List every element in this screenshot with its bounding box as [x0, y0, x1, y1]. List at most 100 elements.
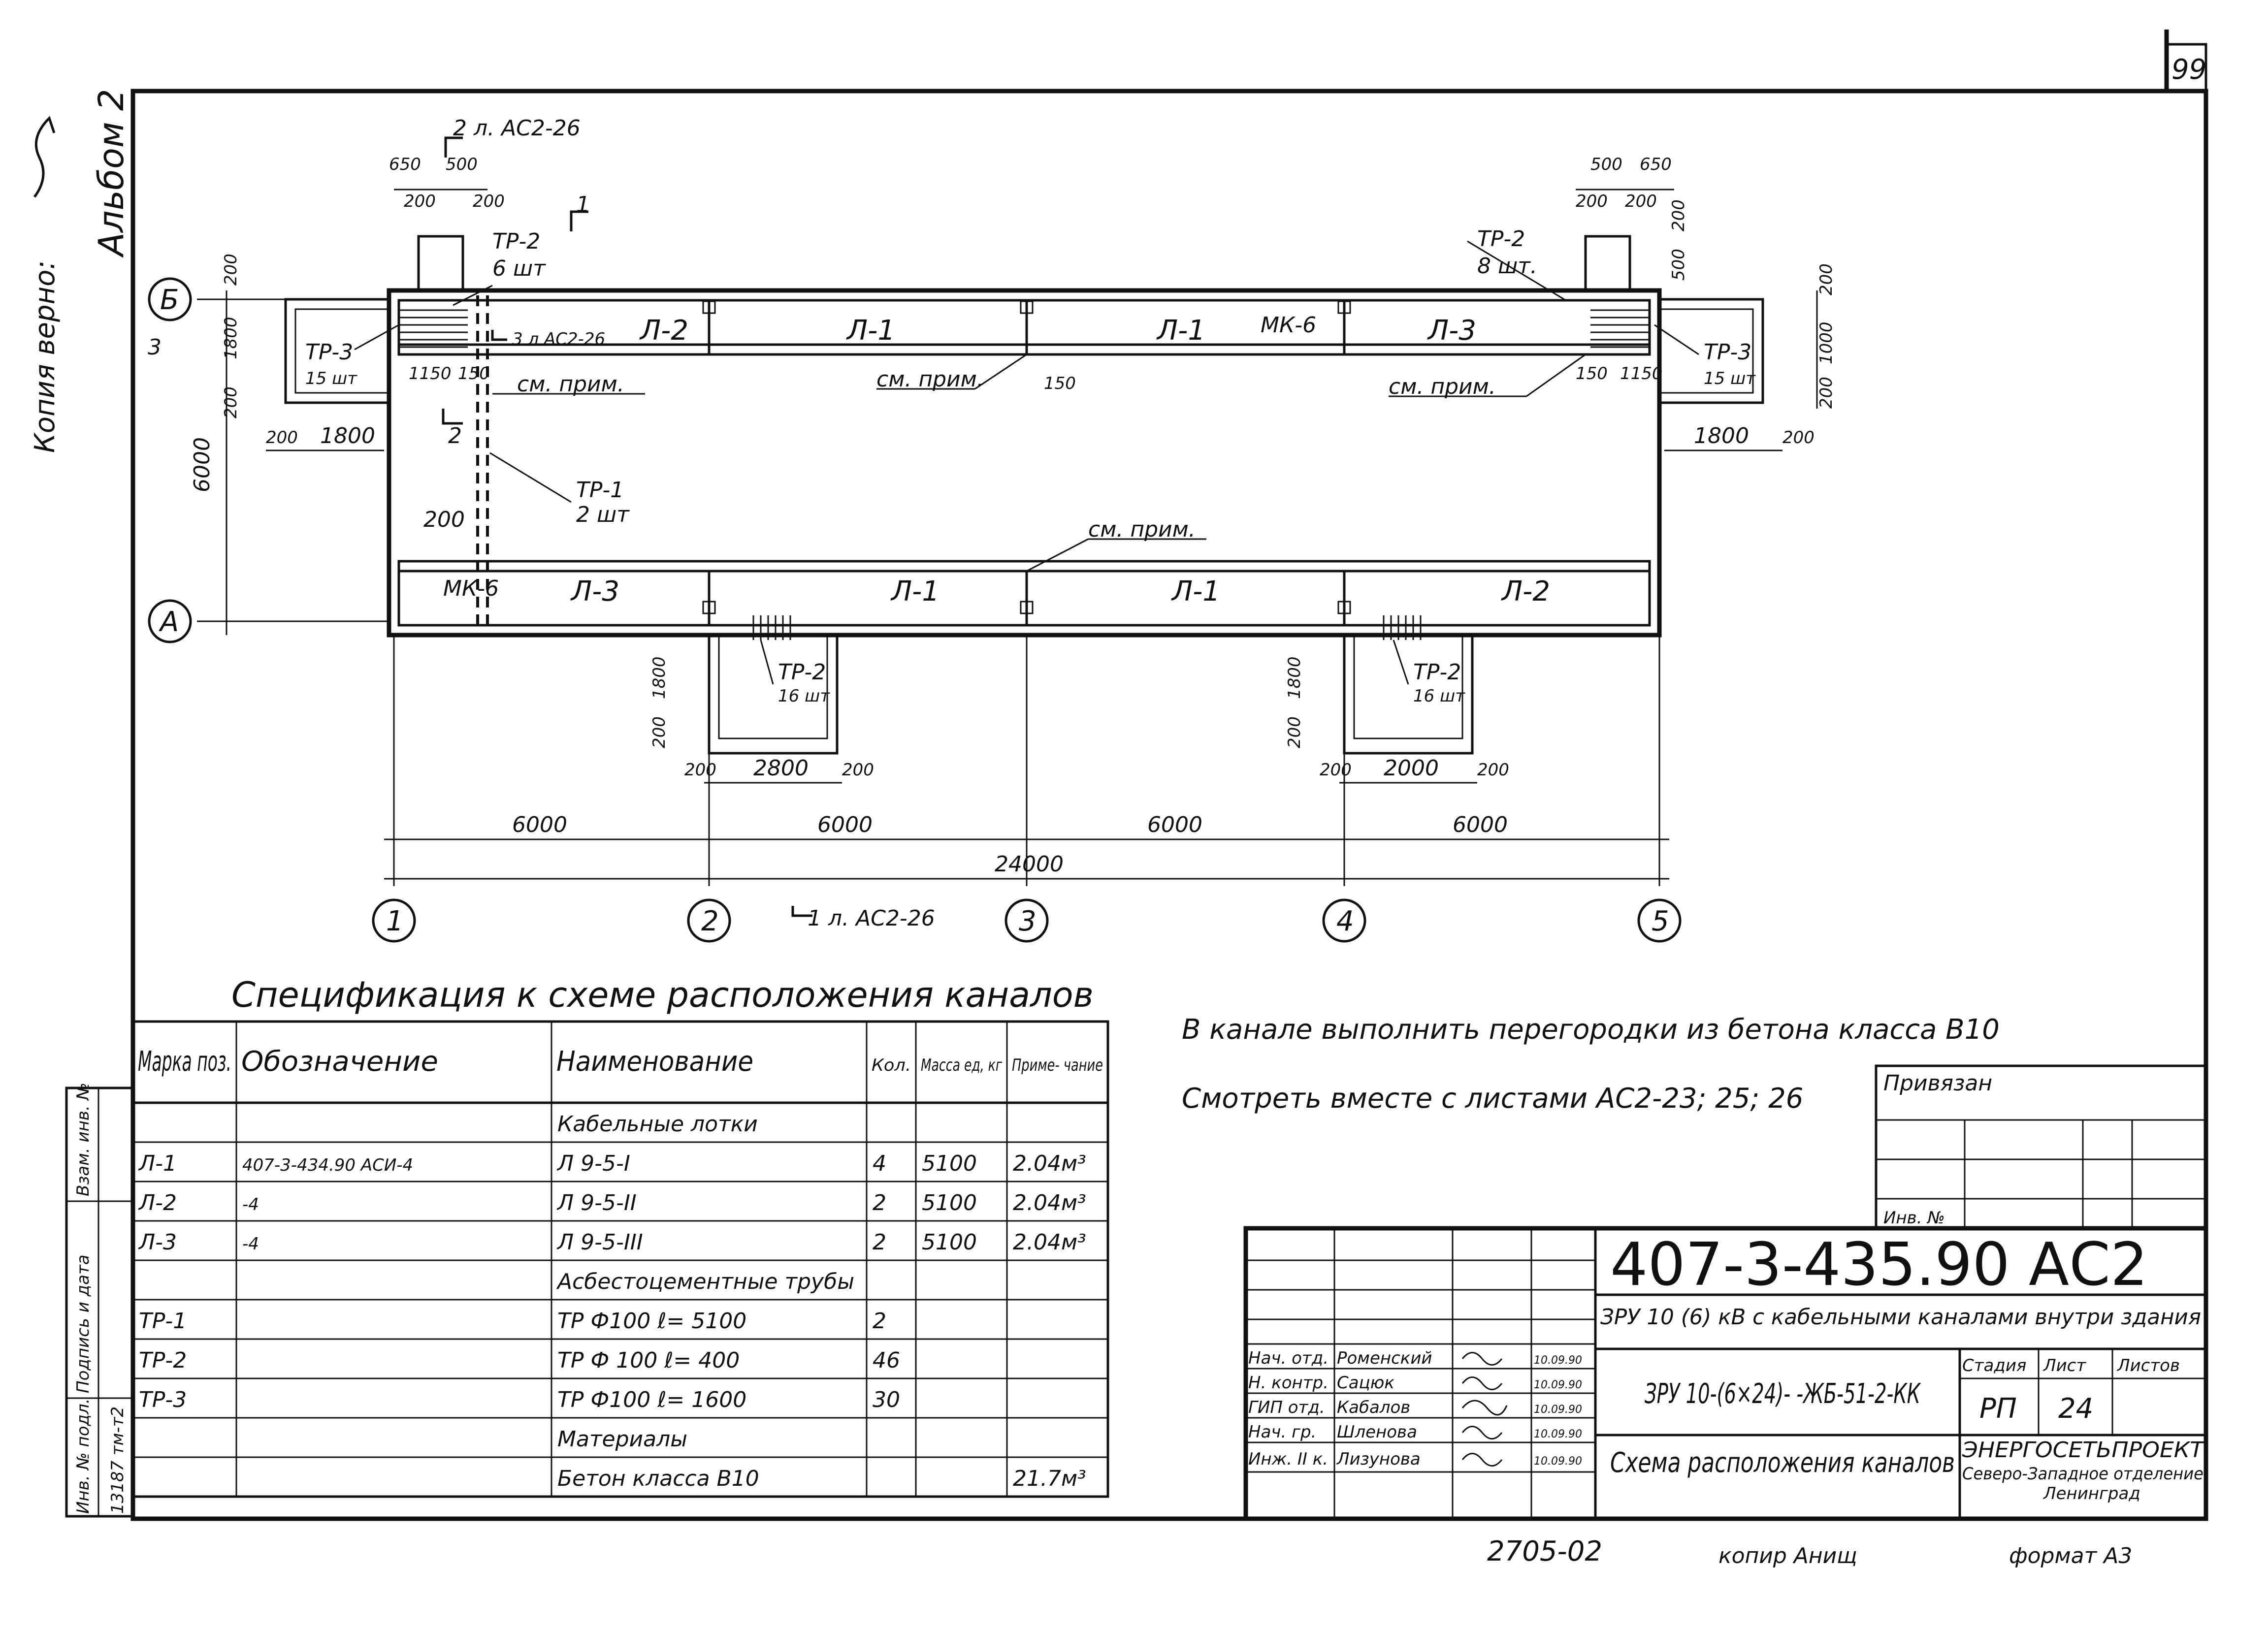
role-3: ГИП отд. — [1248, 1398, 1325, 1417]
mk-bottom: МК-6 — [443, 576, 499, 601]
date-5: 10.09.90 — [1534, 1455, 1582, 1468]
spec-cell: -4 — [242, 1195, 259, 1215]
dim-200-br-v: 200 — [1285, 716, 1304, 748]
tp2-top-right: ТР-2 — [1477, 226, 1525, 252]
spec-cell: Л-3 — [138, 1230, 177, 1255]
dim-200-br: 200 — [842, 760, 874, 780]
sheet-value: 24 — [2058, 1393, 2093, 1425]
spec-cell: Л 9-5-III — [556, 1230, 643, 1255]
dim-650-l: 650 — [389, 155, 421, 174]
see-note-2: см. прим. — [876, 367, 984, 392]
span-1: 6000 — [512, 812, 567, 837]
side-stamp-c1: Взам. инв. № — [73, 1083, 93, 1196]
doc-code: 407-3-435.90 АС2 — [1610, 1231, 2148, 1299]
sheets-header: Листов — [2116, 1356, 2180, 1375]
axis-b: Б — [160, 284, 179, 316]
spec-cell: Асбестоцементные трубы — [556, 1269, 854, 1294]
spec-cell: Л 9-5-I — [556, 1151, 630, 1176]
tray-top-2: Л-1 — [846, 315, 895, 347]
dim-500-v-top: 500 — [1669, 249, 1688, 281]
tp2-bot-right: ТР-2 — [1413, 660, 1461, 685]
sheet-header: Лист — [2042, 1356, 2086, 1375]
section-mark-3: 3 — [148, 335, 162, 360]
channel-plan: Б А 1 2 3 4 5 Л-2 Л-1 Л-1 Л-3 МК-6 Л-3 Л… — [148, 116, 1836, 943]
spec-cell: ТР Ф100 ℓ= 5100 — [557, 1309, 746, 1334]
dim-200-v-l1: 200 — [221, 254, 241, 286]
dim-500-l: 500 — [446, 155, 478, 174]
tp2-bot-left: ТР-2 — [778, 660, 826, 685]
dim-200-tr1: 200 — [1576, 192, 1608, 211]
spec-cell: Кабельные лотки — [557, 1112, 758, 1137]
spec-cell: 5100 — [922, 1151, 977, 1176]
org-2: Северо-Западное отделение — [1962, 1464, 2203, 1484]
spec-cell: 2.04м³ — [1013, 1151, 1086, 1176]
spec-cell: 5100 — [922, 1190, 977, 1215]
title-block: Привязан Инв. № Нач. отд. Роменский 10.0… — [1243, 1064, 2208, 1521]
role-4: Нач. гр. — [1248, 1422, 1316, 1442]
spec-cell: 407-3-434.90 АСИ-4 — [242, 1155, 413, 1175]
axis-a: А — [159, 606, 179, 638]
dim-200-br2: 200 — [1477, 760, 1509, 780]
tp3-left: ТР-3 — [305, 340, 353, 365]
note-1: В канале выполнить перегородки из бетона… — [1182, 1014, 2000, 1046]
copy-true-note: Копия верно: — [29, 260, 61, 453]
spec-cell: ТР Ф100 ℓ= 1600 — [557, 1387, 746, 1412]
dim-150-mid: 150 — [1044, 374, 1076, 393]
footer-code: 2705-02 — [1487, 1535, 1602, 1567]
span-2: 6000 — [817, 812, 873, 837]
spec-cell: Л-1 — [138, 1151, 177, 1176]
spec-cell: Материалы — [557, 1427, 687, 1452]
tp2-bot-left-qty: 16 шт — [778, 686, 830, 706]
span-4: 6000 — [1453, 812, 1508, 837]
see-note-4: см. прим. — [1088, 517, 1196, 542]
tp2-top-right-qty: 8 шт. — [1477, 254, 1537, 279]
dim-1800-left: 1800 — [320, 423, 375, 448]
project-name: ЗРУ 10 (6) кВ с кабельными каналами внут… — [1600, 1305, 2201, 1330]
section-mark-1: 1 — [576, 192, 590, 217]
sheet-frame — [130, 89, 2208, 1521]
attached-label: Привязан — [1883, 1071, 1992, 1096]
sheet-number: 99 — [2171, 54, 2206, 86]
spec-cell: ТР Ф 100 ℓ= 400 — [557, 1348, 740, 1373]
date-1: 10.09.90 — [1534, 1354, 1582, 1367]
dim-1800-br: 1800 — [1285, 656, 1304, 699]
axis-2: 2 — [701, 905, 719, 937]
tray-bot-1: Л-3 — [570, 575, 619, 607]
spec-cell: 2.04м³ — [1013, 1190, 1086, 1215]
section-top: 2 л. АС2-26 — [453, 116, 581, 141]
tp2-bot-right-qty: 16 шт — [1413, 686, 1465, 706]
spec-title: Спецификация к схеме расположения канало… — [231, 975, 1094, 1015]
dim-2800: 2800 — [753, 756, 809, 781]
name-2: Сацюк — [1337, 1373, 1394, 1393]
org-3: Ленинград — [2042, 1484, 2140, 1503]
spec-cell: 30 — [873, 1387, 900, 1412]
dim-200-v-l2: 200 — [221, 386, 241, 418]
dim-6000-v: 6000 — [190, 437, 215, 492]
dim-2000: 2000 — [1384, 756, 1439, 781]
spec-h-name: Наименование — [556, 1046, 753, 1078]
spec-h-mark: Марка поз. — [138, 1046, 231, 1078]
side-stamp: Взам. инв. № Подпись и дата Инв. № подл.… — [65, 1083, 134, 1518]
album-label: Альбом 2 — [91, 89, 131, 258]
section-bottom: 1 л. АС2-26 — [808, 906, 935, 931]
span-total: 24000 — [995, 852, 1064, 877]
dim-200-tl2: 200 — [473, 192, 505, 211]
role-1: Нач. отд. — [1248, 1348, 1328, 1368]
dim-1800-bl: 1800 — [649, 656, 669, 699]
tray-top-4: Л-3 — [1427, 315, 1476, 347]
role-2: Н. контр. — [1248, 1373, 1328, 1393]
object-code: ЗРУ 10-(6×24)- -ЖБ-51-2-КК — [1645, 1378, 1921, 1410]
footer-copied: копир Анищ — [1718, 1543, 1857, 1568]
org-1: ЭНЕРГОСЕТЬПРОЕКТ — [1962, 1438, 2205, 1463]
name-3: Кабалов — [1337, 1398, 1410, 1417]
inv-label: Инв. № — [1883, 1208, 1945, 1228]
dim-1150-l: 1150 — [409, 364, 452, 384]
dim-200-r: 200 — [1782, 428, 1814, 447]
spec-cell: 2 — [873, 1309, 886, 1334]
dim-200-tl1: 200 — [404, 192, 436, 211]
tp3-left-qty: 15 шт — [305, 369, 357, 388]
spec-h-note: Приме- чание — [1012, 1055, 1103, 1075]
tray-top-1: Л-2 — [639, 315, 688, 347]
name-1: Роменский — [1337, 1348, 1432, 1368]
